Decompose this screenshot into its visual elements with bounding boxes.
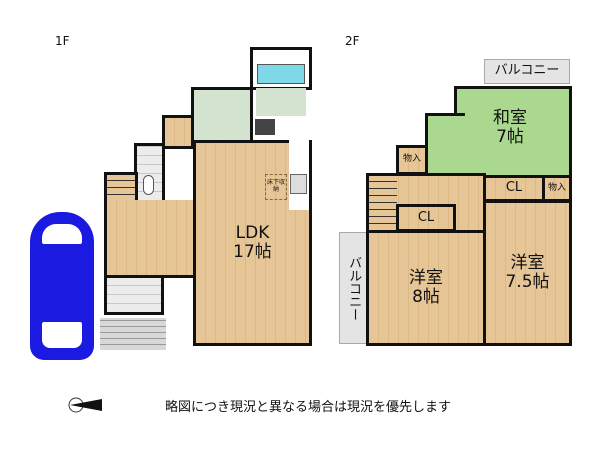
closet-left: CL: [396, 204, 456, 232]
bathtub-icon: [257, 64, 305, 84]
bath-floor: [256, 88, 306, 116]
room-youshitsu-8: 洋室 8帖: [366, 230, 486, 346]
floor1-label: 1F: [55, 34, 70, 48]
room-youshitsu-7-5: 洋室 7.5帖: [483, 200, 572, 346]
floor2-plan: バルコニー バルコニー 和室 7帖 物入 CL CL 物入 洋室 8帖 洋室 7…: [339, 59, 572, 346]
ldk-name: LDK: [235, 223, 270, 244]
storage-left: 物入: [396, 145, 428, 175]
storage-room: [162, 115, 194, 149]
car-icon: [30, 212, 94, 360]
stairs-2f: [369, 176, 397, 230]
washitsu-name: 和室: [493, 108, 527, 129]
balcony-top: バルコニー: [484, 59, 570, 84]
youshitsu2-size: 7.5帖: [505, 272, 550, 292]
entrance: [104, 275, 164, 315]
underfloor-storage: 床下収納: [265, 174, 287, 200]
balcony-left: バルコニー: [339, 232, 367, 344]
porch-steps: [100, 318, 166, 350]
toilet-icon: [143, 175, 154, 195]
sink-icon: [290, 174, 307, 194]
youshitsu2-name: 洋室: [510, 253, 545, 274]
floor1-plan: LDK 17帖 床下収納: [0, 0, 330, 370]
washitsu-label: 和室 7帖: [470, 103, 550, 153]
disclaimer-note: 略図につき現況と異なる場合は現況を優先します: [165, 400, 452, 415]
compass-icon: [68, 395, 104, 415]
ldk-size: 17帖: [233, 242, 272, 262]
room-washitsu-lower: [425, 113, 465, 178]
washitsu-size: 7帖: [496, 127, 524, 147]
stove-icon: [255, 119, 275, 135]
youshitsu1-size: 8帖: [412, 287, 440, 307]
closet-right: CL: [483, 175, 545, 202]
storage-right: 物入: [542, 175, 572, 202]
floor2-label: 2F: [345, 34, 360, 48]
youshitsu1-name: 洋室: [409, 268, 443, 289]
